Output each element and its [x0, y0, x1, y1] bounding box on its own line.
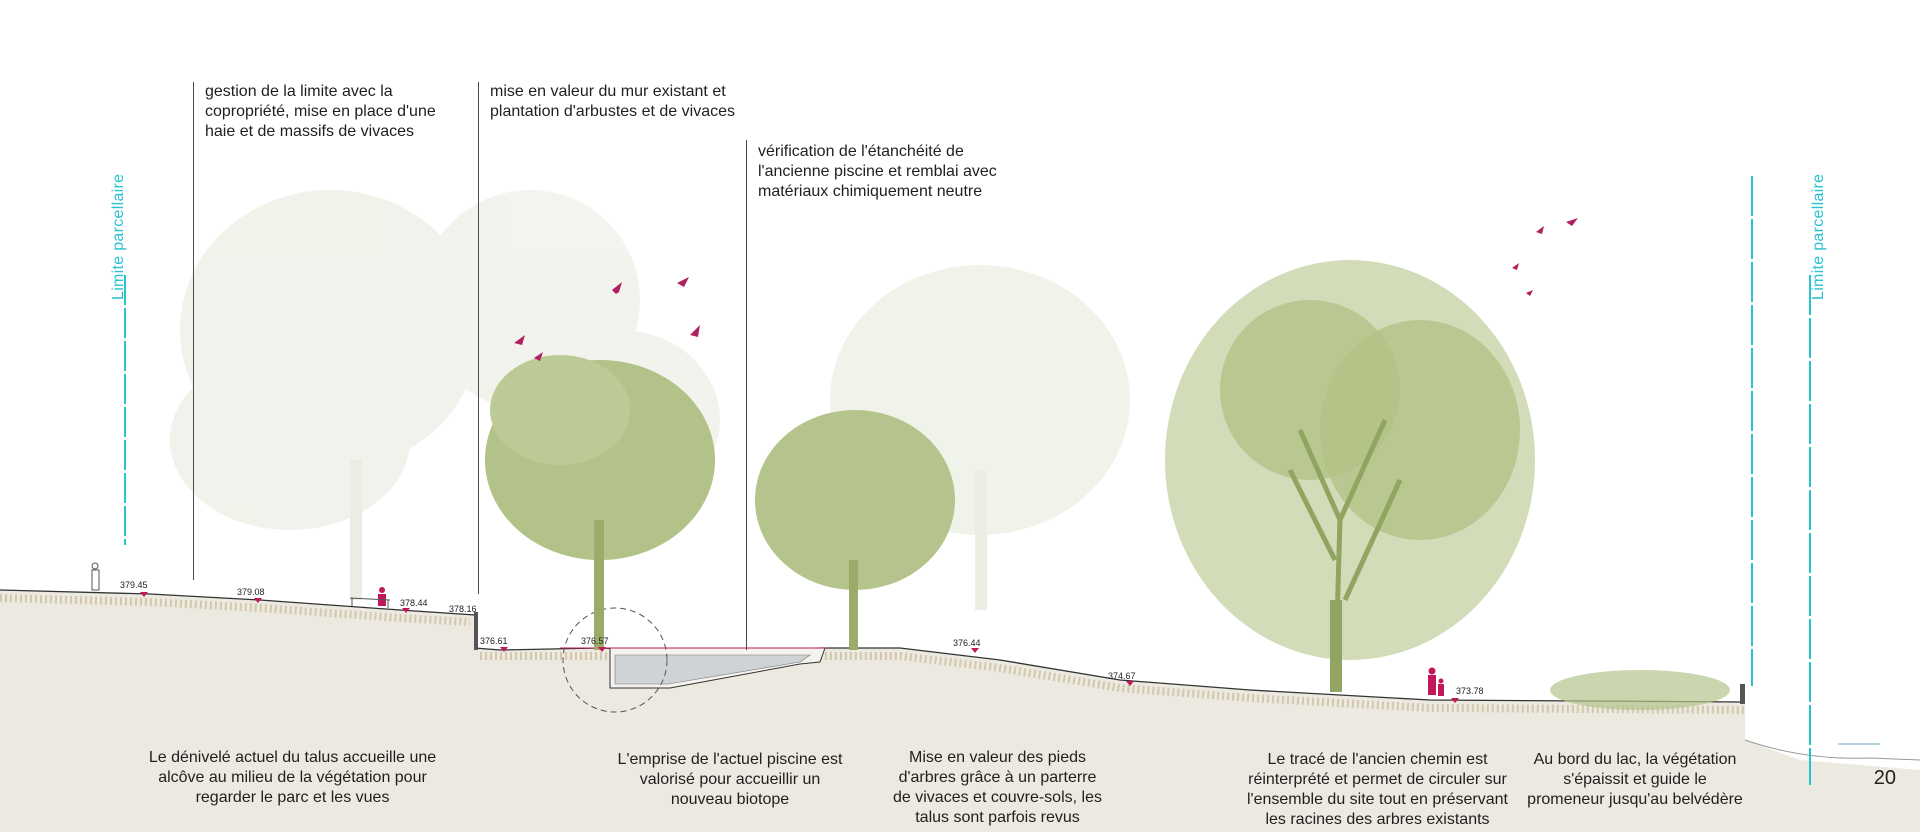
elevation-373-78: 373.78 — [1456, 686, 1484, 696]
limit-line-right-2 — [1809, 275, 1811, 785]
annotation-denivele-talus: Le dénivelé actuel du talus accueille un… — [148, 749, 437, 806]
elevation-379-08: 379.08 — [237, 587, 265, 597]
elevation-376-57: 376.57 — [581, 636, 609, 646]
elevation-376-44: 376.44 — [953, 638, 981, 648]
annotation-emprise-piscine: L'emprise de l'actuel piscine est valori… — [617, 751, 843, 808]
elevation-marker — [598, 647, 606, 652]
elevation-379-45: 379.45 — [120, 580, 148, 590]
elevation-marker — [402, 608, 410, 613]
annotation-gestion-limite: gestion de la limite avec la copropriété… — [205, 83, 436, 140]
elevation-376-61: 376.61 — [480, 636, 508, 646]
main-trees — [485, 260, 1730, 710]
page-number: 20 — [1873, 767, 1896, 789]
limit-line-left — [124, 275, 126, 545]
elevation-marker — [1451, 698, 1459, 703]
people — [91, 562, 1444, 696]
elevation-374-67: 374.67 — [1108, 671, 1136, 681]
elevation-marker — [971, 648, 979, 653]
elevation-marker — [500, 647, 508, 652]
annotation-ancien-chemin: Le tracé de l'ancien chemin est réinterp… — [1247, 751, 1508, 828]
annotation-piscine-etancheite: vérification de l'étanchéité de l'ancien… — [758, 143, 997, 200]
elevation-378-44: 378.44 — [400, 598, 428, 608]
leader-line-piscine — [746, 140, 747, 650]
elevation-marker — [140, 592, 148, 597]
annotation-mur-existant: mise en valeur du mur existant et planta… — [490, 83, 735, 120]
elevation-378-16: 378.16 — [449, 604, 477, 614]
ground-section — [0, 589, 1920, 832]
birds — [514, 218, 1578, 361]
elevation-marker — [1126, 681, 1134, 686]
annotation-bord-du-lac: Au bord du lac, la végétation s'épaissit… — [1527, 751, 1743, 808]
leader-line-limite-copropriete — [193, 82, 194, 580]
annotation-pieds-arbres: Mise en valeur des pieds d'arbres grâce … — [893, 749, 1102, 826]
limit-line-right-1 — [1751, 176, 1753, 686]
leader-line-mur-existant — [478, 82, 479, 594]
limite-parcellaire-left-label: Limite parcellaire — [110, 173, 127, 300]
limite-parcellaire-right-label: Limite parcellaire — [1810, 173, 1827, 300]
elevation-marker — [254, 598, 262, 603]
